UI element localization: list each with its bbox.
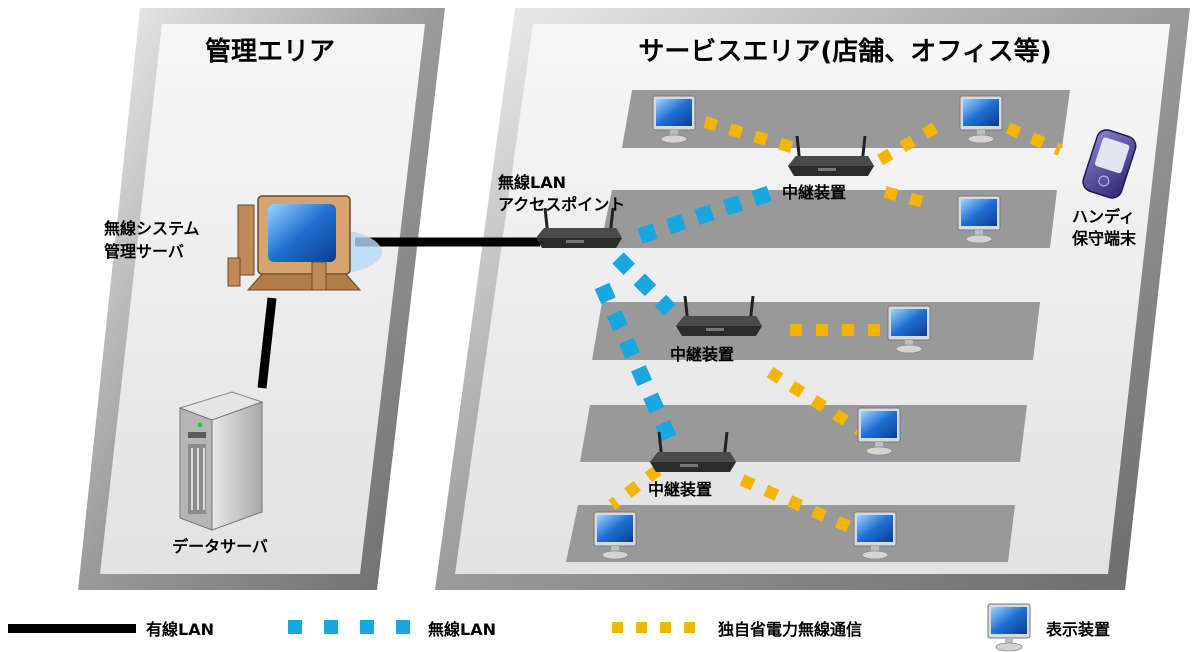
proprietary-link-m2-handy xyxy=(1005,122,1063,156)
legend: 有線LAN 無線LAN 独自省電力無線通信 表示装置 xyxy=(8,603,1110,652)
proprietary-link-r3-m7 xyxy=(739,474,855,534)
wireless-link-ap-to-repeater-1 xyxy=(637,182,783,244)
legend-wireless-label: 無線LAN xyxy=(428,620,496,639)
wired-links xyxy=(257,237,540,389)
shelf-2 xyxy=(600,190,1057,248)
legend-wired-swatch xyxy=(8,624,136,633)
wireless-link-ap-to-repeater-2 xyxy=(612,252,676,316)
proprietary-link-r1-m2 xyxy=(876,116,949,166)
legend-display-label: 表示装置 xyxy=(1045,620,1110,639)
proprietary-link-r2-m5 xyxy=(766,366,864,436)
proprietary-link-r3-m6 xyxy=(608,465,662,510)
proprietary-link-r1-m3 xyxy=(883,186,937,211)
handy-terminal-label-2: 保守端末 xyxy=(1071,229,1137,248)
handy-terminal-label-1: ハンディ xyxy=(1072,207,1135,226)
management-area: 管理エリア xyxy=(78,8,445,590)
service-area-title: サービスエリア(店舗、オフィス等) xyxy=(638,36,1051,67)
shelf-4 xyxy=(580,405,1027,462)
legend-proprietary-label: 独自省電力無線通信 xyxy=(718,620,862,639)
legend-proprietary-swatch xyxy=(612,622,695,633)
access-point-label-2: アクセスポイント xyxy=(498,195,625,214)
legend-display-icon xyxy=(987,603,1031,652)
management-server-label-2: 管理サーバ xyxy=(104,242,184,261)
data-server-label: データサーバ xyxy=(172,537,268,556)
management-area-title: 管理エリア xyxy=(205,37,335,67)
data-server-icon xyxy=(178,391,264,531)
repeater-3-label: 中継装置 xyxy=(648,480,712,499)
legend-wireless-swatch xyxy=(288,620,410,634)
handy-terminal-icon xyxy=(1082,129,1137,199)
legend-wired-label: 有線LAN xyxy=(146,620,214,639)
shelf-5 xyxy=(566,505,1015,562)
access-point-label-1: 無線LAN xyxy=(498,173,566,192)
wireless-links xyxy=(594,182,783,444)
wired-link-server-to-data xyxy=(257,297,277,389)
repeater-1-label: 中継装置 xyxy=(782,183,846,202)
proprietary-links xyxy=(608,116,1063,534)
management-server-icon xyxy=(227,195,382,291)
management-server-label-1: 無線システム xyxy=(104,219,200,238)
proprietary-link-r1-m1 xyxy=(703,116,797,154)
repeater-2-label: 中継装置 xyxy=(670,345,734,364)
